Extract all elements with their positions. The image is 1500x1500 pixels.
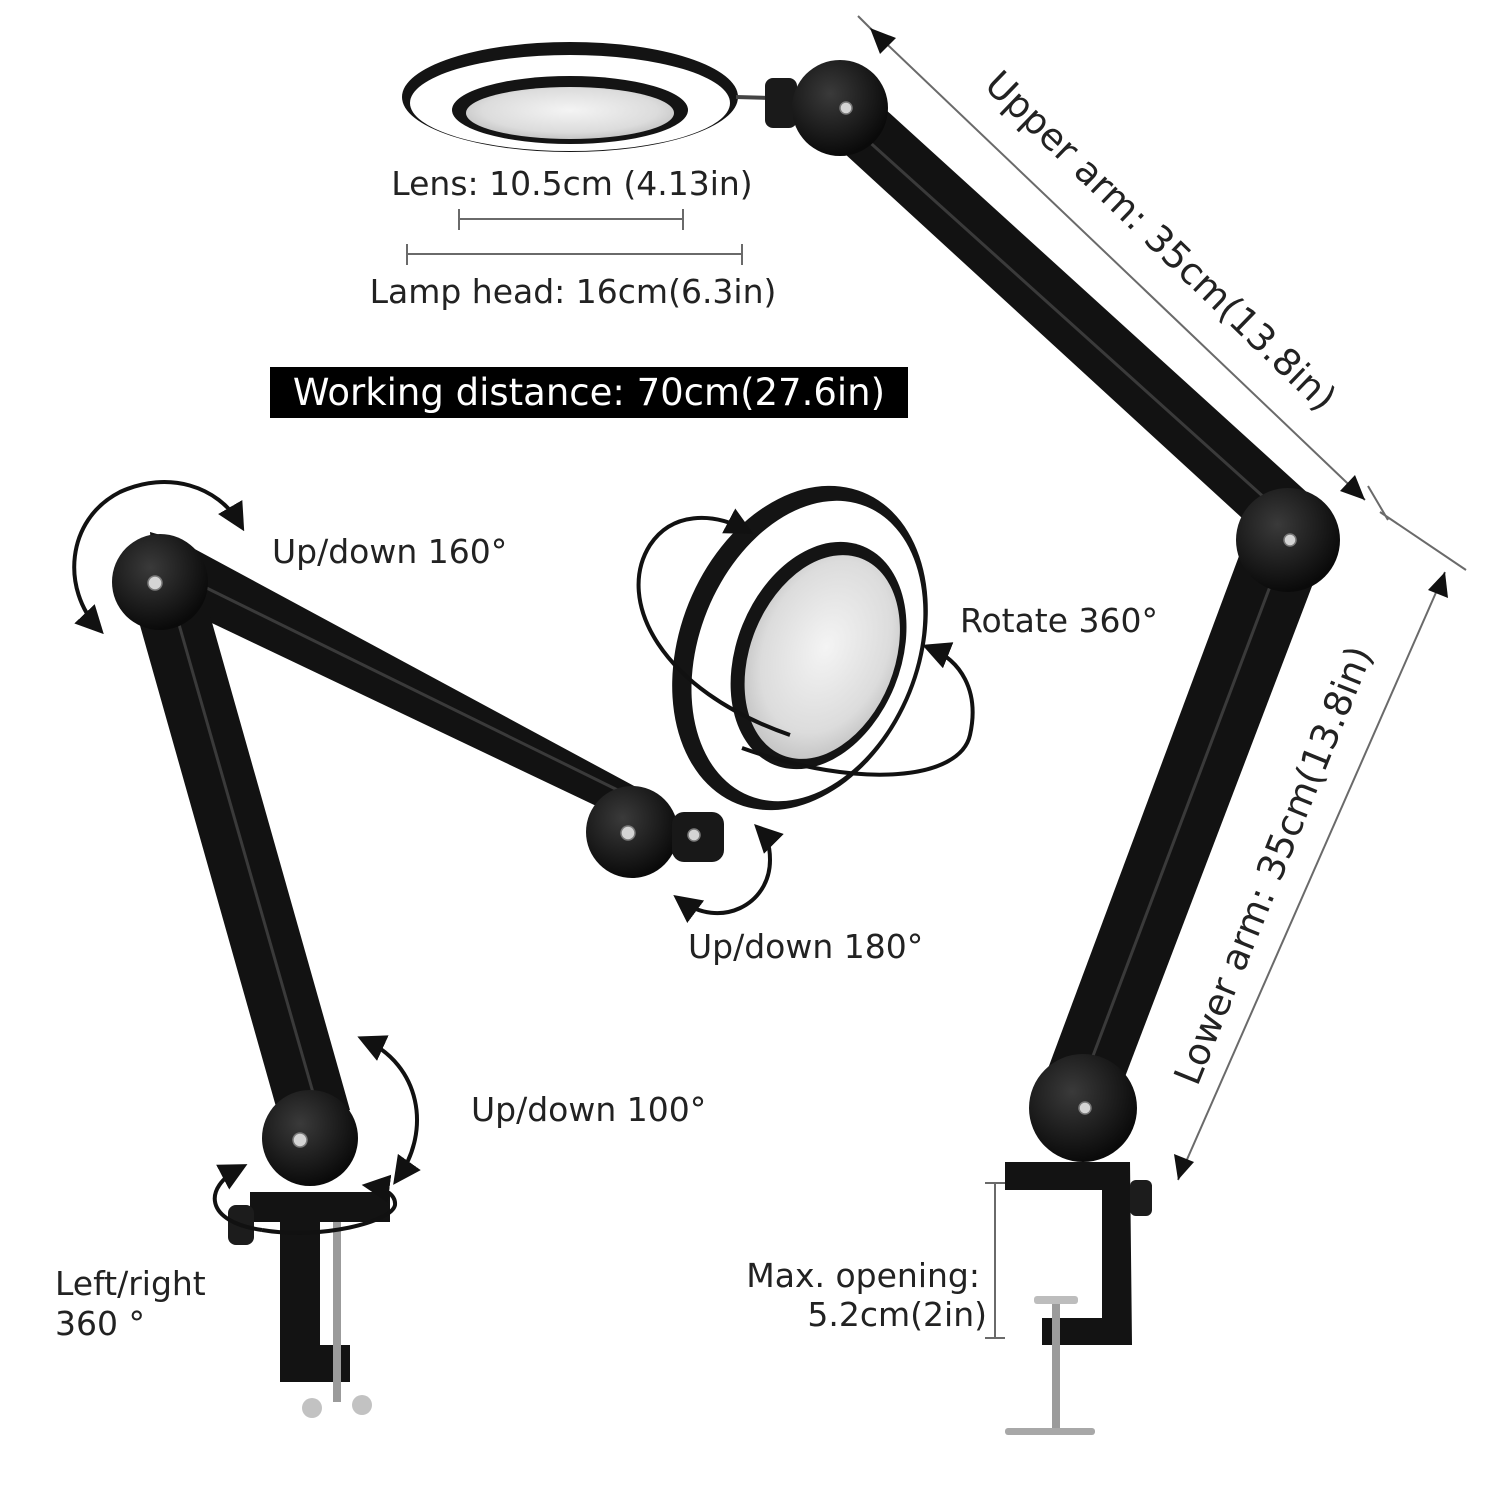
lower-arm-dimension-line bbox=[1174, 511, 1467, 1181]
lamp-head-label: Lamp head: 16cm(6.3in) bbox=[370, 272, 777, 311]
left-right-360-arrow bbox=[212, 1164, 398, 1235]
up-down-100-label: Up/down 100° bbox=[471, 1090, 706, 1129]
max-opening-dimension-line bbox=[985, 1182, 1005, 1339]
upper-arm-dimension-line bbox=[857, 15, 1389, 521]
left-lamp-arm bbox=[112, 532, 724, 1418]
up-down-100-arrow bbox=[357, 1035, 421, 1185]
lens-label: Lens: 10.5cm (4.13in) bbox=[391, 164, 752, 203]
left-right-label-line1: Left/right bbox=[55, 1264, 206, 1303]
up-down-160-label: Up/down 160° bbox=[272, 532, 507, 571]
lamp-head-dimension-line bbox=[406, 244, 743, 265]
up-down-160-arrow bbox=[72, 480, 245, 635]
left-right-label-line2: 360 ° bbox=[55, 1304, 145, 1343]
right-lamp-arm bbox=[765, 60, 1340, 1435]
max-opening-label-line2: 5.2cm(2in) bbox=[807, 1295, 987, 1334]
up-down-180-arrow bbox=[673, 824, 784, 923]
left-lamp-head bbox=[672, 485, 928, 811]
working-distance-label: Working distance: 70cm(27.6in) bbox=[293, 371, 885, 414]
top-lamp-head bbox=[402, 42, 771, 152]
up-down-180-label: Up/down 180° bbox=[688, 927, 923, 966]
rotate-360-arrow bbox=[636, 508, 975, 777]
max-opening-label-line1: Max. opening: bbox=[746, 1256, 980, 1295]
lens-dimension-line bbox=[458, 209, 684, 230]
working-distance-badge: Working distance: 70cm(27.6in) bbox=[270, 367, 908, 418]
rotate-360-label: Rotate 360° bbox=[960, 601, 1158, 640]
